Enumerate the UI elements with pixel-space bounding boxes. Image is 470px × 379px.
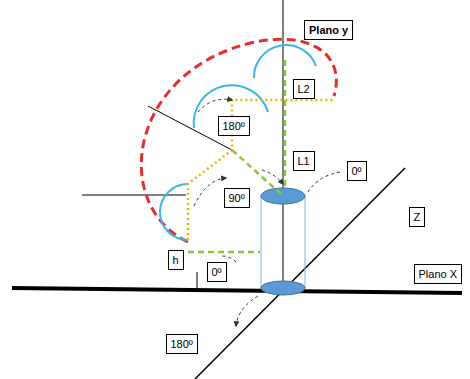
- label-box: 0º: [207, 262, 227, 282]
- label-text: L1: [298, 154, 310, 168]
- label-box: 180º: [166, 334, 198, 354]
- label-text: Plano X: [419, 267, 458, 281]
- label-box: Plano y: [304, 20, 353, 40]
- rotation-arrow: [262, 170, 283, 184]
- reference-line: [82, 195, 186, 196]
- rotation-arrow: [198, 99, 232, 112]
- label-box: L1: [293, 151, 315, 171]
- link-arm: [188, 251, 260, 254]
- label-box: 90º: [224, 188, 250, 208]
- label-text: 180º: [171, 337, 193, 351]
- z-axis: [195, 168, 405, 379]
- joint-arc: [160, 184, 188, 240]
- label-box: 180º: [218, 116, 250, 136]
- label-text: 0º: [352, 164, 362, 178]
- label-text: L2: [298, 82, 310, 96]
- label-box: L2: [293, 79, 315, 99]
- y-axis: [283, 0, 284, 292]
- label-text: 0º: [212, 265, 222, 279]
- workspace-arc: [141, 39, 336, 242]
- label-box: Z: [409, 207, 426, 227]
- label-text: h: [173, 253, 179, 267]
- cylinder-side: [305, 196, 306, 288]
- label-box: 0º: [347, 161, 367, 181]
- cylinder-top: [261, 188, 305, 204]
- rotation-arrow: [236, 296, 258, 326]
- cylinder-bottom: [261, 281, 305, 295]
- label-box: h: [168, 250, 184, 270]
- label-text: Plano y: [309, 23, 348, 37]
- x-plane-axis: [12, 288, 462, 293]
- link-path: [188, 100, 334, 240]
- label-text: 180º: [223, 119, 245, 133]
- label-text: Z: [414, 210, 421, 224]
- link-arm: [284, 60, 287, 188]
- label-box: Plano X: [414, 264, 463, 284]
- label-text: 90º: [229, 191, 245, 205]
- rotation-arrow: [194, 178, 226, 206]
- height-line: [197, 272, 198, 289]
- cylinder-side: [261, 196, 262, 288]
- rotation-arrow: [308, 172, 340, 192]
